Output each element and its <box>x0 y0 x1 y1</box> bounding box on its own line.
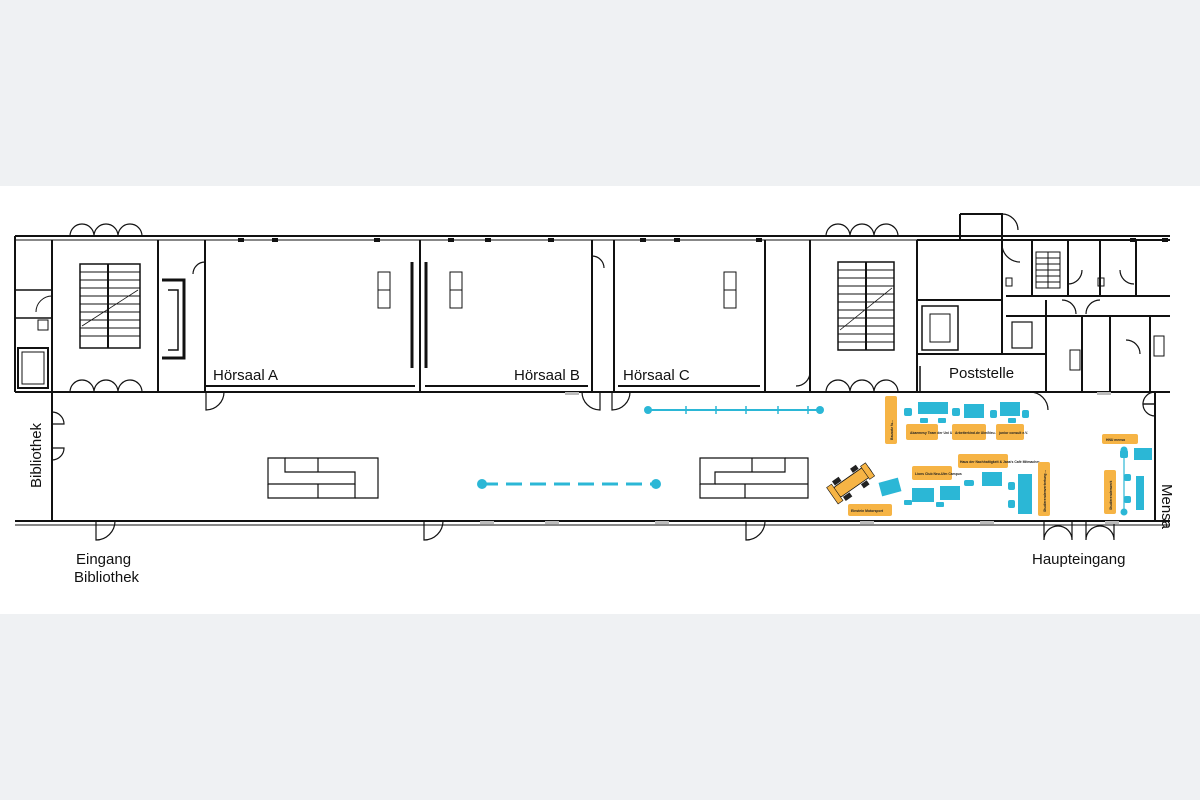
exhibitor-label-t5: Haus der Nachhaltigkeit & Jana's Café Mi… <box>958 454 1040 468</box>
entrance-label-library-line2: Bibliothek <box>74 569 140 586</box>
entrance-label-library-line1: Eingang <box>76 551 131 568</box>
area-label-mensa: Mensa <box>1158 484 1175 530</box>
exhibitor-label-v2: Studierendenvertretung ... <box>1038 462 1050 516</box>
exhibitor-label-t1: Akaemesy Team der Uni Ulm <box>906 424 956 440</box>
exhibitor-tables <box>878 402 1152 514</box>
room-label-poststelle: Poststelle <box>949 365 1014 382</box>
exhibitor-text-t5: Haus der Nachhaltigkeit & Jana's Café Mi… <box>960 460 1040 464</box>
left-service-rooms <box>15 289 53 389</box>
exhibitor-text-v3: Studierendenwerk <box>1109 480 1113 510</box>
exhibitor-label-v3: Studierendenwerk <box>1104 470 1116 514</box>
room-label-hoersaal-a: Hörsaal A <box>213 367 278 384</box>
area-label-bibliothek: Bibliothek <box>28 422 45 488</box>
race-car-icon <box>826 462 876 505</box>
exhibitor-text-v2: Studierendenvertretung ... <box>1043 470 1047 512</box>
dimension-marks <box>480 392 1119 524</box>
door-arcs <box>51 223 1156 541</box>
exhibitor-text-t3: junior consult e.V. <box>998 431 1028 435</box>
barrier-line-lower <box>477 479 661 489</box>
exhibitor-text-t4: Lions Club Neu-Ulm Campus <box>915 472 962 476</box>
exhibitor-label-v1: Bausatz fu... <box>885 396 897 444</box>
exhibitor-text-t1: Akaemesy Team der Uni Ulm <box>910 431 956 435</box>
entrance-label-main: Haupteingang <box>1032 551 1125 568</box>
room-label-hoersaal-c: Hörsaal C <box>623 367 690 384</box>
right-door-arcs <box>1001 213 1141 355</box>
exhibitor-poles <box>1120 446 1128 516</box>
floor-plan: Bausatz fu... Akaemesy Team der Uni Ulm … <box>0 186 1200 614</box>
lecture-hall-walls <box>51 240 918 392</box>
floor-plan-drawing: Bausatz fu... Akaemesy Team der Uni Ulm … <box>14 213 1175 586</box>
exhibitor-text-t6: Einstein Motorsport <box>851 509 884 513</box>
bench-left <box>267 457 379 499</box>
exhibitor-label-t2: Arbeiterkind.de Ulm/Neu-Ulm <box>952 424 1002 440</box>
room-label-hoersaal-b: Hörsaal B <box>514 367 580 384</box>
small-stair-right <box>1035 251 1061 289</box>
exhibitor-label-t3: junior consult e.V. <box>996 424 1028 440</box>
exhibitor-label-t7: HNU mensa <box>1102 434 1138 444</box>
right-wing-rooms <box>917 213 1170 392</box>
bench-right <box>699 457 809 499</box>
exhibitor-label-t4: Lions Club Neu-Ulm Campus <box>912 466 962 480</box>
hall-desks <box>377 271 737 309</box>
stairwell-left <box>79 263 141 349</box>
exhibitor-text-t7: HNU mensa <box>1106 438 1125 442</box>
kitchen-fixtures <box>1005 277 1165 371</box>
barrier-line-upper <box>644 406 824 414</box>
exhibitor-text-t2: Arbeiterkind.de Ulm/Neu-Ulm <box>955 431 1002 435</box>
exhibitor-label-t6: Einstein Motorsport <box>848 504 892 516</box>
stairwell-right <box>837 261 895 351</box>
exhibitor-text-v1: Bausatz fu... <box>890 420 894 440</box>
